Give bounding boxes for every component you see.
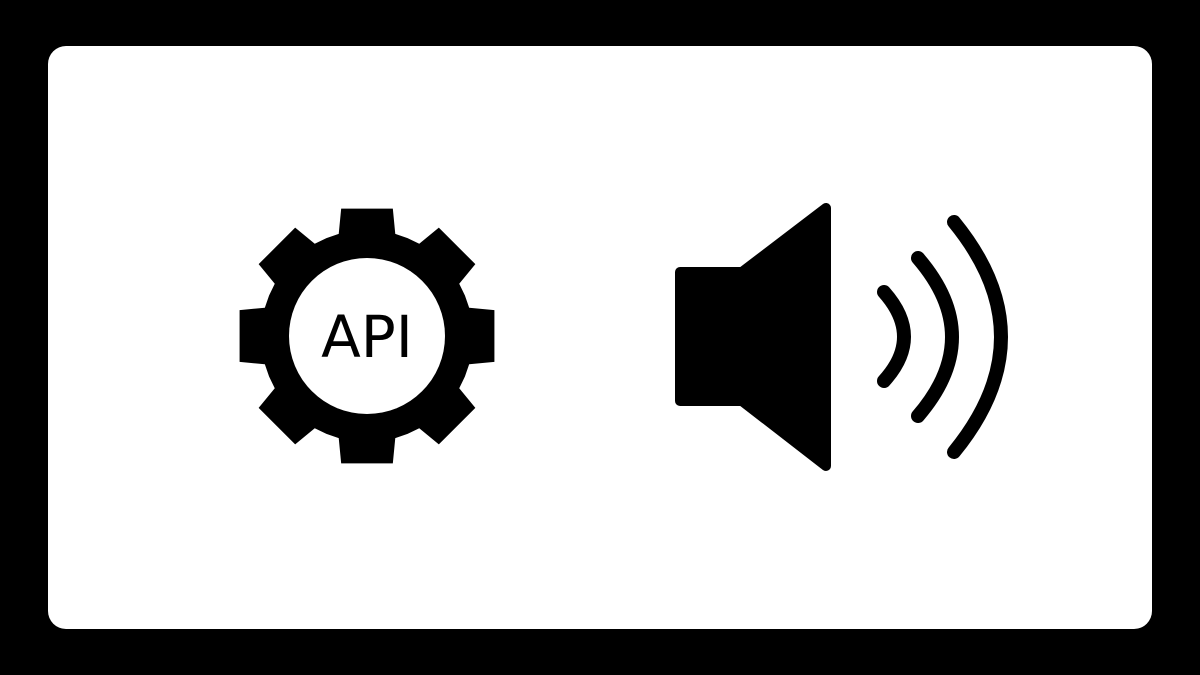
- gear-hub: [289, 258, 445, 414]
- sound-wave-medium: [911, 251, 959, 423]
- api-label: API: [321, 303, 413, 371]
- speaker-body: [675, 203, 831, 471]
- white-card: [48, 46, 1152, 629]
- sound-wave-small: [877, 285, 911, 388]
- api-gear-icon: API: [239, 208, 495, 464]
- speaker-volume-icon: [675, 203, 1008, 471]
- sound-wave-large: [947, 215, 1008, 459]
